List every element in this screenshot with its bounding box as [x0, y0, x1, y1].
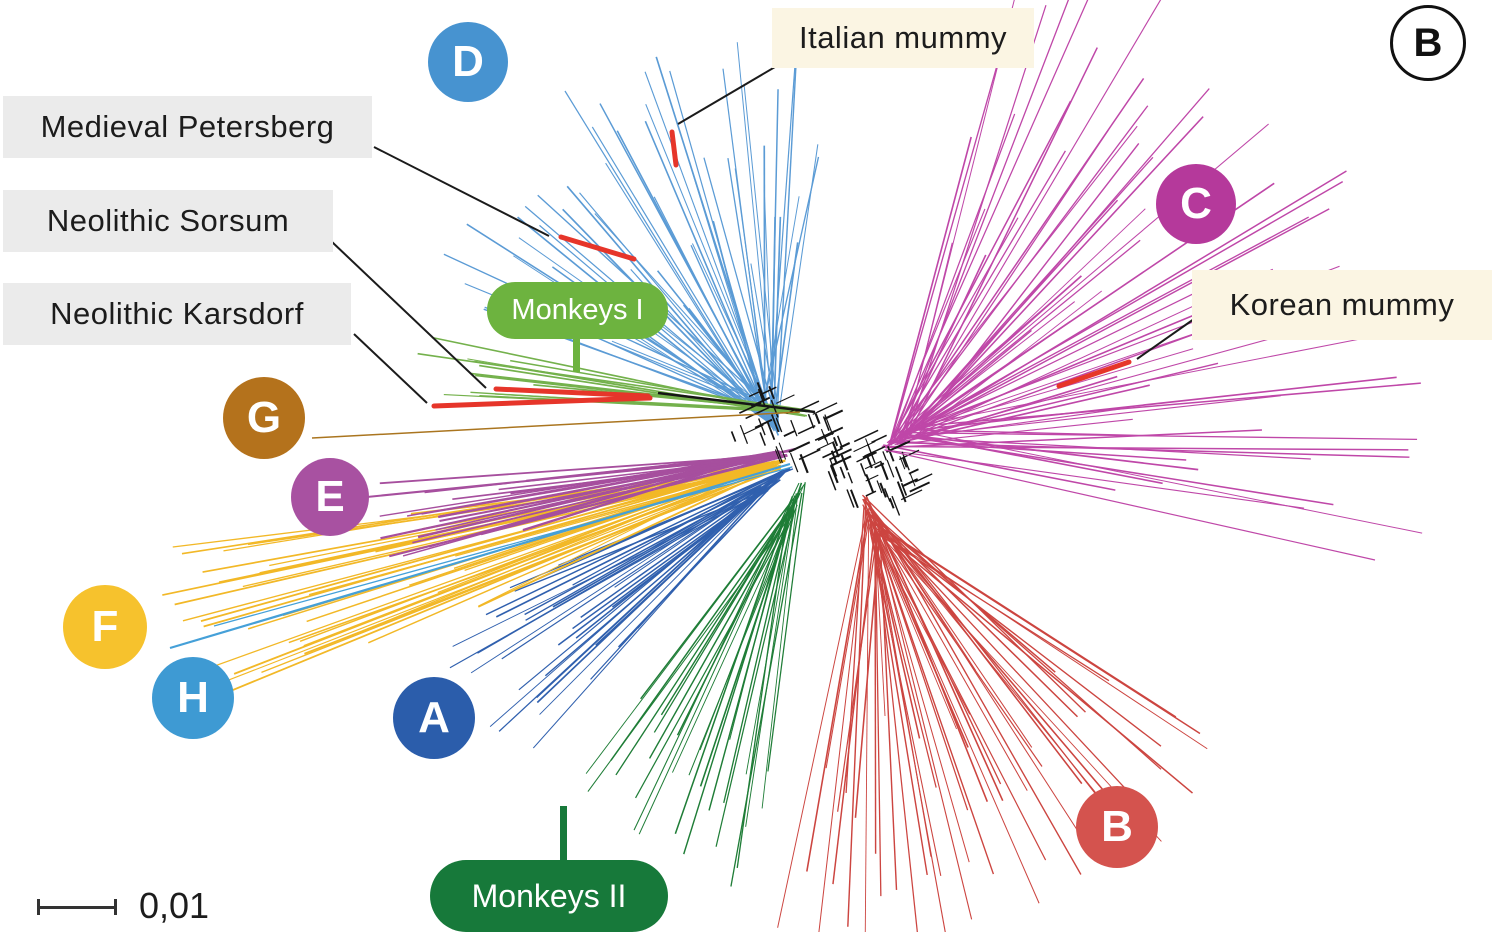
- central-reticulation-mesh: [730, 381, 933, 516]
- italian-mummy-text: Italian mummy: [798, 20, 1008, 55]
- genotype-G-badge: G: [223, 377, 305, 459]
- korean-mummy-label: Korean mummy: [1192, 270, 1492, 340]
- genotype-D-letter: D: [452, 37, 484, 86]
- medieval-petersberg-text: Medieval Petersberg: [40, 109, 335, 144]
- monkeys-1-pill: Monkeys I: [487, 282, 668, 339]
- cluster-D-branches: [443, 31, 820, 436]
- scale-bar-right-tick: [114, 899, 117, 915]
- genotype-F-badge: F: [63, 585, 147, 669]
- neolithic-sorsum-label: Neolithic Sorsum: [3, 190, 333, 252]
- cluster-monkeys-II-branches: [585, 482, 806, 887]
- genotype-E-badge: E: [291, 458, 369, 536]
- genotype-H-letter: H: [177, 673, 209, 722]
- genotype-H-badge: H: [152, 657, 234, 739]
- cluster-F-branches: [162, 459, 786, 701]
- italian-mummy-label: Italian mummy: [772, 8, 1034, 68]
- cluster-B-branches: [777, 494, 1208, 932]
- neolithic-karsdorf-label: Neolithic Karsdorf: [3, 283, 351, 345]
- monkeys-2-stem: [560, 806, 567, 864]
- genotype-F-letter: F: [91, 602, 119, 651]
- monkeys-1-stem: [573, 338, 580, 372]
- monkeys-2-text: Monkeys II: [471, 877, 627, 914]
- genotype-B-badge: B: [1076, 786, 1158, 868]
- medieval-petersberg-label: Medieval Petersberg: [3, 96, 372, 158]
- ancient-sample-highlights: [431, 129, 1132, 409]
- genotype-C-badge: C: [1156, 164, 1236, 244]
- callout-leader-lines: [330, 56, 1195, 404]
- neolithic-karsdorf-text: Neolithic Karsdorf: [50, 296, 304, 331]
- panel-label-text: B: [1413, 20, 1443, 65]
- genotype-G-letter: G: [246, 393, 282, 442]
- korean-mummy-text: Korean mummy: [1229, 287, 1455, 322]
- monkeys-1-text: Monkeys I: [511, 294, 644, 326]
- genotype-A-letter: A: [418, 693, 450, 742]
- monkeys-2-pill: Monkeys II: [430, 860, 668, 932]
- neolithic-sorsum-text: Neolithic Sorsum: [46, 203, 290, 238]
- genotype-A-badge: A: [393, 677, 475, 759]
- genotype-E-letter: E: [315, 472, 345, 521]
- cluster-E-branches: [355, 447, 796, 558]
- panel-label-circle: B: [1390, 5, 1466, 81]
- cluster-A-branches: [449, 466, 794, 749]
- scale-bar-label: 0,01: [139, 885, 210, 926]
- genotype-B-letter: B: [1101, 802, 1133, 851]
- scale-bar-line: [37, 906, 117, 909]
- genotype-C-letter: C: [1180, 179, 1212, 228]
- scale-bar: [37, 899, 117, 915]
- genotype-D-badge: D: [428, 22, 508, 102]
- explicit-branches: [169, 391, 1376, 650]
- cluster-C-branches: [881, 0, 1423, 534]
